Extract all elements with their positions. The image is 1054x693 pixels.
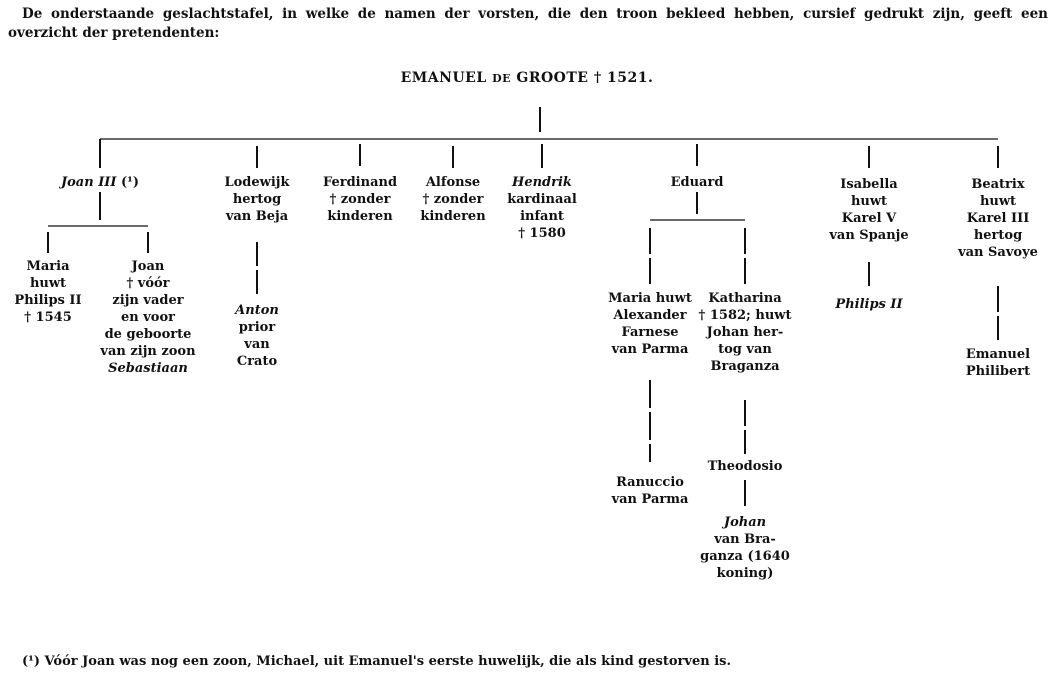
- node-line: hertog: [973, 228, 1023, 243]
- node-line: Theodosio: [707, 459, 783, 474]
- node-line: Maria: [26, 259, 70, 274]
- node-line: Katharina: [708, 291, 782, 306]
- node-line: huwt: [29, 276, 67, 291]
- node-line: Ferdinand: [322, 175, 398, 190]
- descendant-johan: Johan van Bra- ganza (1640 koning): [695, 514, 795, 582]
- grandchild-emanuel-philibert: Emanuel Philibert: [948, 346, 1048, 380]
- node-line: † zonder: [329, 192, 391, 207]
- johan-name: Johan: [723, 515, 767, 530]
- node-line: tog van: [718, 342, 772, 357]
- node-line: kinderen: [327, 209, 393, 224]
- node-line: koning): [716, 566, 774, 581]
- node-line: Braganza: [710, 359, 780, 374]
- grandchild-philips-ii: Philips II: [819, 296, 919, 313]
- node-line: Philibert: [965, 364, 1031, 379]
- child-joan-iii: Joan III (¹): [40, 174, 160, 191]
- root-name: EMANUEL: [400, 70, 487, 86]
- child-hendrik: Hendrik kardinaal infant † 1580: [492, 174, 592, 242]
- node-line: Crato: [236, 354, 278, 369]
- child-lodewijk: Lodewijk hertog van Beja: [207, 174, 307, 225]
- hendrik-name: Hendrik: [512, 175, 572, 190]
- node-line: Farnese: [621, 325, 679, 340]
- node-line: huwt: [979, 194, 1017, 209]
- joan-iii-footnote-ref: (¹): [121, 175, 139, 190]
- sebastiaan-name: Sebastiaan: [108, 361, 188, 376]
- footnote: (¹) Vóór Joan was nog een zoon, Michael,…: [22, 654, 731, 669]
- node-line: † 1582; huwt: [698, 308, 792, 323]
- node-line: † 1580: [518, 226, 566, 241]
- node-line: van Bra-: [714, 532, 776, 547]
- child-beatrix: Beatrix huwt Karel III hertog van Savoye: [944, 176, 1052, 261]
- node-line: van Spanje: [829, 228, 909, 243]
- node-line: de geboorte: [104, 327, 192, 342]
- root-epithet: GROOTE: [516, 70, 589, 86]
- node-line: en voor: [121, 310, 175, 325]
- descendant-ranuccio: Ranuccio van Parma: [600, 474, 700, 508]
- node-line: † zonder: [422, 192, 484, 207]
- node-line: kinderen: [420, 209, 486, 224]
- node-line: van Savoye: [958, 245, 1038, 260]
- node-line: † 1545: [24, 310, 72, 325]
- node-line: van Parma: [611, 342, 689, 357]
- root-date: † 1521.: [593, 70, 654, 86]
- node-line: Karel V: [841, 211, 897, 226]
- node-line: van Beja: [225, 209, 289, 224]
- grandchild-maria-farnese: Maria huwt Alexander Farnese van Parma: [590, 290, 710, 358]
- node-line: prior: [238, 320, 276, 335]
- grandchild-maria-philips: Maria huwt Philips II † 1545: [8, 258, 88, 326]
- node-line: Eduard: [670, 175, 724, 190]
- joan-iii-name: Joan: [60, 175, 94, 190]
- node-line: Alexander: [613, 308, 687, 323]
- joan-iii-roman: III: [98, 175, 117, 190]
- child-alfonse: Alfonse † zonder kinderen: [403, 174, 503, 225]
- node-line: kardinaal: [507, 192, 577, 207]
- child-ferdinand: Ferdinand † zonder kinderen: [310, 174, 410, 225]
- node-line: Philips II: [14, 293, 82, 308]
- node-line: infant: [520, 209, 564, 224]
- philips-ii-name: Philips II: [835, 297, 903, 312]
- child-isabella: Isabella huwt Karel V van Spanje: [819, 176, 919, 244]
- node-line: Johan her-: [706, 325, 784, 340]
- node-line: Maria huwt: [608, 291, 692, 306]
- grandchild-katharina: Katharina † 1582; huwt Johan her- tog va…: [690, 290, 800, 375]
- node-line: Isabella: [840, 177, 898, 192]
- grandchild-joan-prince: Joan † vóór zijn vader en voor de geboor…: [93, 258, 203, 377]
- node-line: huwt: [850, 194, 888, 209]
- node-line: Beatrix: [971, 177, 1025, 192]
- root-ancestor: EMANUEL DE GROOTE † 1521.: [0, 70, 1054, 86]
- node-line: van Parma: [611, 492, 689, 507]
- node-line: Alfonse: [425, 175, 481, 190]
- descendant-theodosio: Theodosio: [695, 458, 795, 475]
- root-particle: DE: [492, 72, 511, 85]
- node-line: Karel III: [966, 211, 1030, 226]
- child-eduard: Eduard: [647, 174, 747, 191]
- node-line: van: [244, 337, 270, 352]
- node-line: † vóór: [126, 276, 170, 291]
- node-line: Ranuccio: [616, 475, 684, 490]
- node-line: Emanuel: [965, 347, 1031, 362]
- node-line: hertog: [232, 192, 282, 207]
- node-line: ganza (1640: [700, 549, 790, 564]
- node-line: Joan: [131, 259, 165, 274]
- node-line: van zijn zoon: [100, 344, 196, 359]
- anton-name: Anton: [235, 303, 279, 318]
- intro-paragraph: De onderstaande geslachtstafel, in welke…: [8, 6, 1048, 41]
- grandchild-anton: Anton prior van Crato: [217, 302, 297, 370]
- node-line: Lodewijk: [224, 175, 290, 190]
- node-line: zijn vader: [112, 293, 184, 308]
